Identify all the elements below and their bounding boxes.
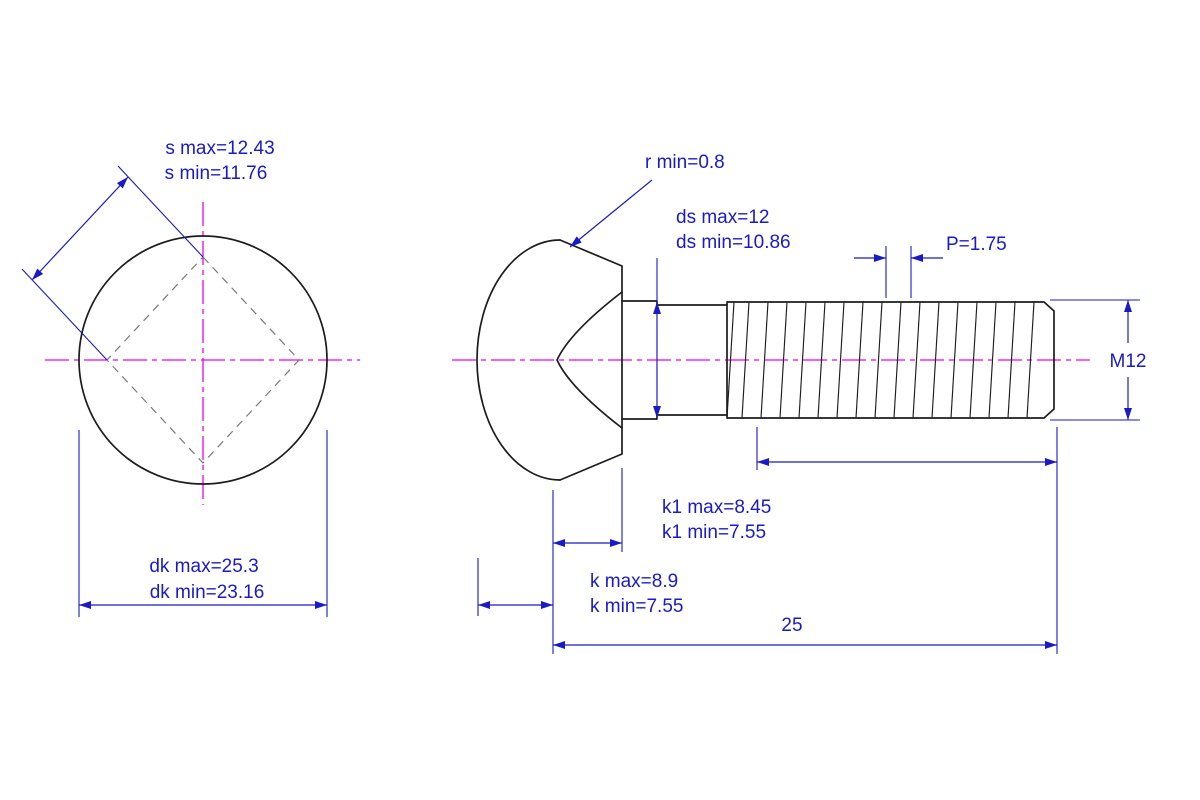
pitch-dimension: P=1.75 [854,234,1007,298]
m12-dimension: M12 [1050,299,1147,421]
k1-dimension: k1 max=8.45 k1 min=7.55 [552,468,771,654]
overall-length-dimension: 25 [553,427,1058,654]
side-view: r min=0.8 ds max=12 ds min=10.86 P=1.75 [452,152,1146,654]
k-min-label: k min=7.55 [590,596,683,617]
s-extension-line-left [21,268,108,361]
bolt-outline [476,239,1055,481]
s-dimension-line [31,176,129,281]
ds-max-label: ds max=12 [676,207,769,228]
shank-profile [656,304,728,416]
dk-max-label: dk max=25.3 [149,556,258,577]
dk-dimension: dk max=25.3 dk min=23.16 [78,430,328,617]
square-neck-intersection-curves [556,291,623,429]
ds-dimension: ds max=12 ds min=10.86 [653,207,791,418]
s-extension-line-top [117,165,204,258]
r-leader-line [569,179,653,248]
k-max-label: k max=8.9 [590,571,678,592]
k1-min-label: k1 min=7.55 [662,522,766,543]
square-neck-profile [621,300,658,420]
k-dimension: k max=8.9 k min=7.55 [477,558,683,617]
thread-designation-label: M12 [1110,351,1147,372]
front-view: s max=12.43 s min=11.76 dk max=25.3 dk m… [21,138,360,617]
s-dimension: s max=12.43 s min=11.76 [21,138,275,361]
thread-runout-line [726,301,735,419]
s-max-label: s max=12.43 [165,138,274,159]
pitch-label: P=1.75 [946,234,1007,255]
head-outline-circle [78,235,328,485]
thread-length-dimension [756,427,1057,470]
s-min-label: s min=11.76 [165,163,268,184]
square-neck-hidden-outline [106,256,300,464]
dk-min-label: dk min=23.16 [150,582,265,603]
r-min-label: r min=0.8 [645,152,725,173]
ds-min-label: ds min=10.86 [676,232,791,253]
thread-crest-lines [738,302,1042,418]
head-dome-profile [476,239,561,481]
r-dimension: r min=0.8 [569,152,725,248]
overall-length-label: 25 [781,615,802,636]
k1-max-label: k1 max=8.45 [662,497,771,518]
